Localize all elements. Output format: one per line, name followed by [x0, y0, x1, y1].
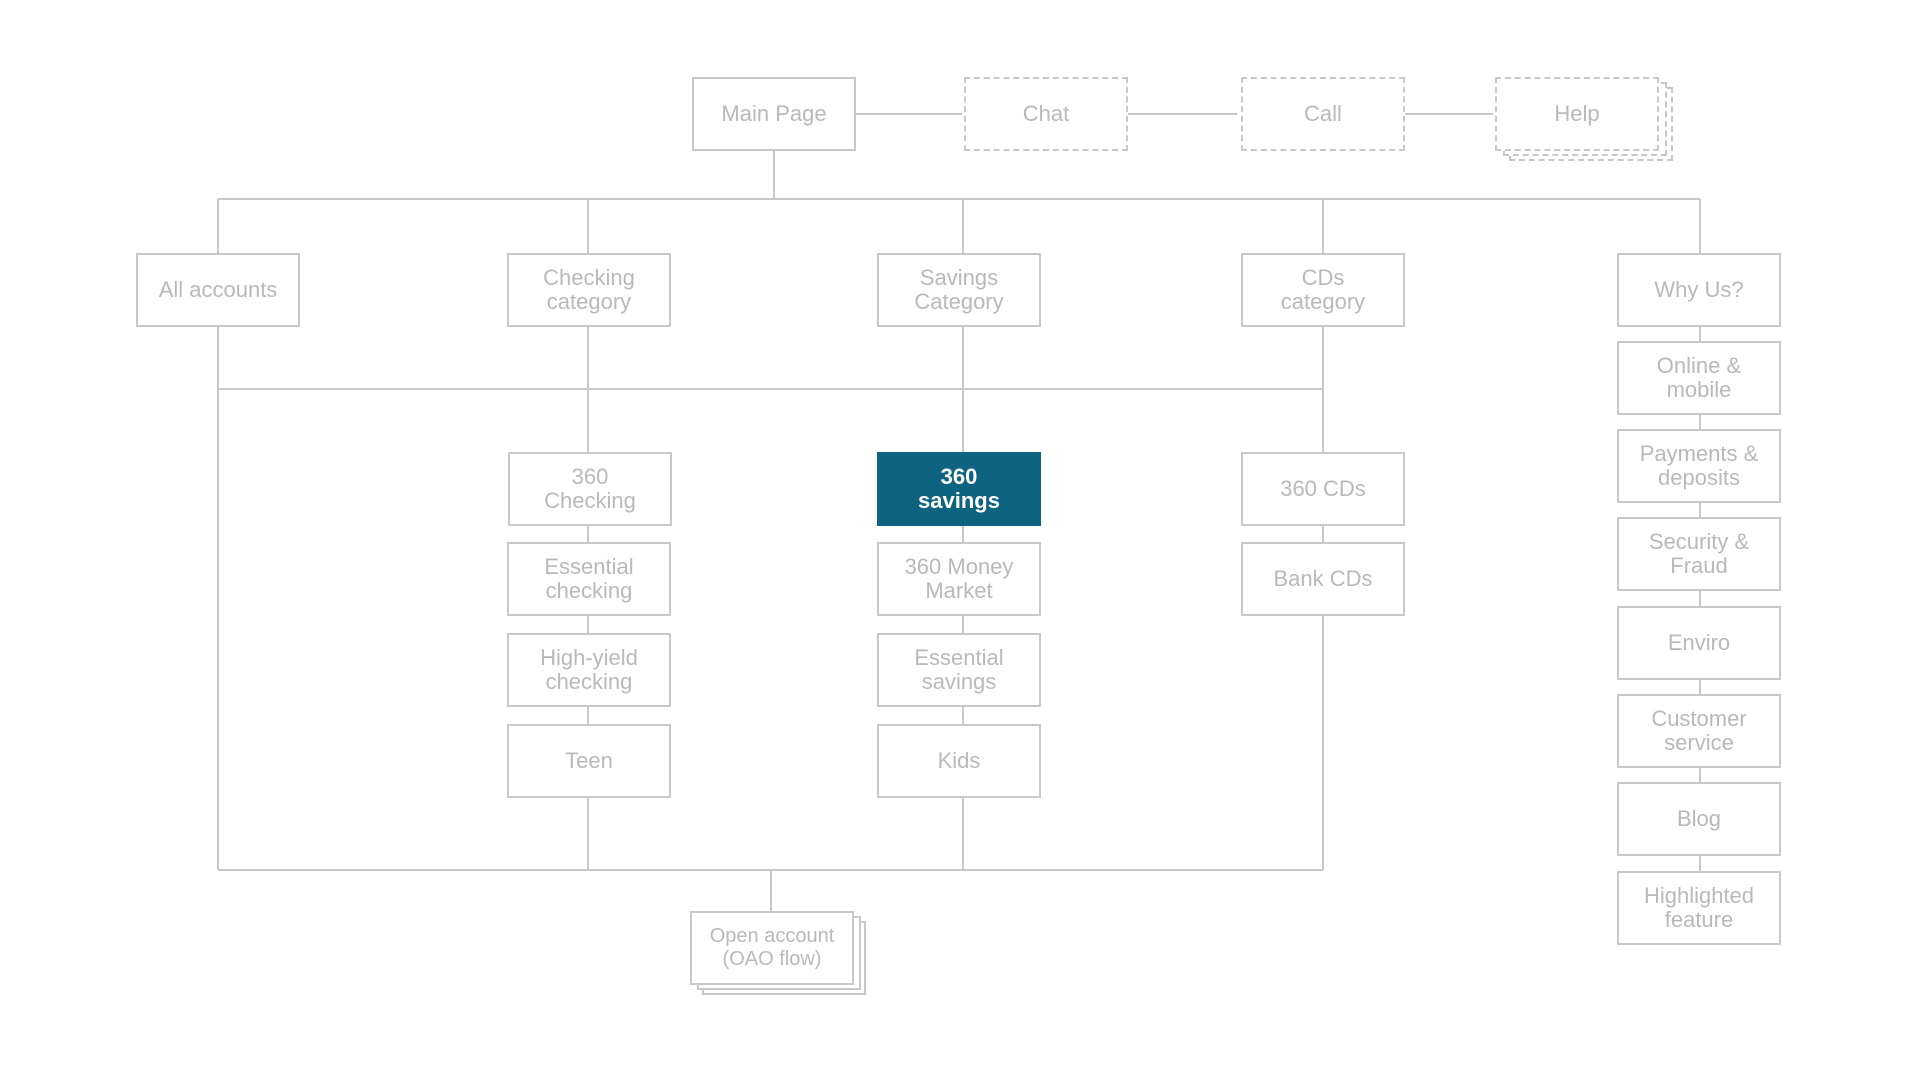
savings-item-money-market[interactable]: 360 Money Market [877, 542, 1041, 616]
call-node[interactable]: Call [1241, 77, 1405, 151]
why-us-item-enviro[interactable]: Enviro [1617, 606, 1781, 680]
savings-category-node[interactable]: Savings Category [877, 253, 1041, 327]
main-page-node[interactable]: Main Page [692, 77, 856, 151]
savings-item-essential[interactable]: Essential savings [877, 633, 1041, 707]
checking-item-high-yield[interactable]: High-yield checking [507, 633, 671, 707]
savings-item-360-savings[interactable]: 360 savings [877, 452, 1041, 526]
why-us-item-payments[interactable]: Payments & deposits [1617, 429, 1781, 503]
checking-category-node[interactable]: Checking category [507, 253, 671, 327]
checking-item-essential[interactable]: Essential checking [507, 542, 671, 616]
checking-item-teen[interactable]: Teen [507, 724, 671, 798]
why-us-item-security[interactable]: Security & Fraud [1617, 517, 1781, 591]
savings-item-kids[interactable]: Kids [877, 724, 1041, 798]
cd-item-360-cds[interactable]: 360 CDs [1241, 452, 1405, 526]
why-us-node[interactable]: Why Us? [1617, 253, 1781, 327]
why-us-item-highlighted-feature[interactable]: Highlighted feature [1617, 871, 1781, 945]
cds-category-node[interactable]: CDs category [1241, 253, 1405, 327]
all-accounts-node[interactable]: All accounts [136, 253, 300, 327]
help-node[interactable]: Help [1495, 77, 1659, 151]
why-us-item-online-mobile[interactable]: Online & mobile [1617, 341, 1781, 415]
why-us-item-blog[interactable]: Blog [1617, 782, 1781, 856]
open-account-node[interactable]: Open account (OAO flow) [690, 911, 854, 985]
why-us-item-customer-service[interactable]: Customer service [1617, 694, 1781, 768]
checking-item-360-checking[interactable]: 360 Checking [508, 452, 672, 526]
cd-item-bank-cds[interactable]: Bank CDs [1241, 542, 1405, 616]
chat-node[interactable]: Chat [964, 77, 1128, 151]
